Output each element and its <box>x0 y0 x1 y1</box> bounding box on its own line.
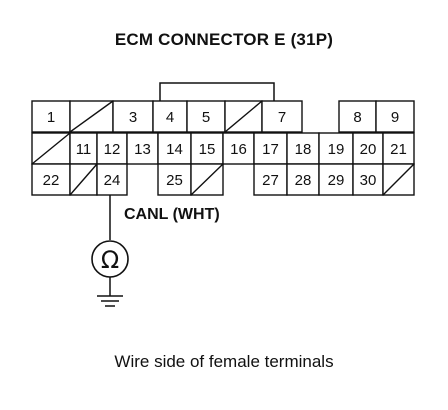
terminal-number: 29 <box>328 172 345 189</box>
unused-terminal-slash <box>69 100 114 133</box>
terminal-8: 8 <box>338 100 377 133</box>
terminal-number: 25 <box>166 172 183 189</box>
terminal-number: 9 <box>391 109 399 126</box>
terminal-number: 14 <box>166 141 183 158</box>
terminal-20: 20 <box>352 132 384 165</box>
unused-terminal-slash <box>190 163 224 196</box>
unused-terminal-slash <box>224 100 263 133</box>
terminal-3: 3 <box>112 100 154 133</box>
terminal-number: 15 <box>199 141 216 158</box>
terminal-number: 12 <box>104 141 121 158</box>
terminal-empty <box>382 163 415 196</box>
terminal-empty <box>69 100 114 133</box>
terminal-number: 11 <box>76 141 92 158</box>
terminal-25: 25 <box>157 163 192 196</box>
terminal-18: 18 <box>286 132 320 165</box>
unused-terminal-slash <box>31 132 71 165</box>
terminal-number: 5 <box>202 109 210 126</box>
ohm-symbol: Ω <box>101 246 119 274</box>
terminal-11: 11 <box>69 132 98 165</box>
terminal-empty <box>224 100 263 133</box>
terminal-24: 24 <box>96 163 128 196</box>
terminal-14: 14 <box>157 132 192 165</box>
terminal-1: 1 <box>31 100 71 133</box>
terminal-number: 17 <box>262 141 279 158</box>
terminal-empty <box>190 163 224 196</box>
terminal-number: 27 <box>262 172 279 189</box>
terminal-15: 15 <box>190 132 224 165</box>
terminal-number: 28 <box>295 172 312 189</box>
terminal-number: 18 <box>295 141 312 158</box>
terminal-number: 8 <box>353 109 361 126</box>
terminal-number: 1 <box>47 109 55 126</box>
terminal-30: 30 <box>352 163 384 196</box>
terminal-21: 21 <box>382 132 415 165</box>
terminal-29: 29 <box>318 163 354 196</box>
terminal-17: 17 <box>253 132 288 165</box>
terminal-empty <box>31 132 71 165</box>
terminal-number: 30 <box>360 172 377 189</box>
terminal-number: 3 <box>129 109 137 126</box>
terminal-number: 24 <box>104 172 121 189</box>
terminal-7: 7 <box>261 100 303 133</box>
terminal-number: 19 <box>328 141 345 158</box>
connector-lock-tab <box>159 82 275 101</box>
terminal-28: 28 <box>286 163 320 196</box>
terminal-4: 4 <box>152 100 188 133</box>
terminal-12: 12 <box>96 132 128 165</box>
terminal-9: 9 <box>375 100 415 133</box>
diagram-caption: Wire side of female terminals <box>114 352 334 371</box>
terminal-27: 27 <box>253 163 288 196</box>
unused-terminal-slash <box>382 163 415 196</box>
wire-label: CANL (WHT) <box>124 206 220 223</box>
terminal-number: 7 <box>278 109 286 126</box>
terminal-number: 4 <box>166 109 174 126</box>
unused-terminal-slash <box>69 163 98 196</box>
terminal-22: 22 <box>31 163 71 196</box>
terminal-number: 21 <box>390 141 407 158</box>
terminal-19: 19 <box>318 132 354 165</box>
terminal-5: 5 <box>186 100 226 133</box>
terminal-number: 13 <box>134 141 151 158</box>
terminal-16: 16 <box>222 132 255 165</box>
terminal-number: 16 <box>230 141 247 158</box>
connector-title: ECM CONNECTOR E (31P) <box>114 30 334 49</box>
terminal-13: 13 <box>126 132 159 165</box>
terminal-number: 20 <box>360 141 377 158</box>
terminal-number: 22 <box>43 172 60 189</box>
terminal-empty <box>69 163 98 196</box>
ground-icon <box>97 295 123 307</box>
